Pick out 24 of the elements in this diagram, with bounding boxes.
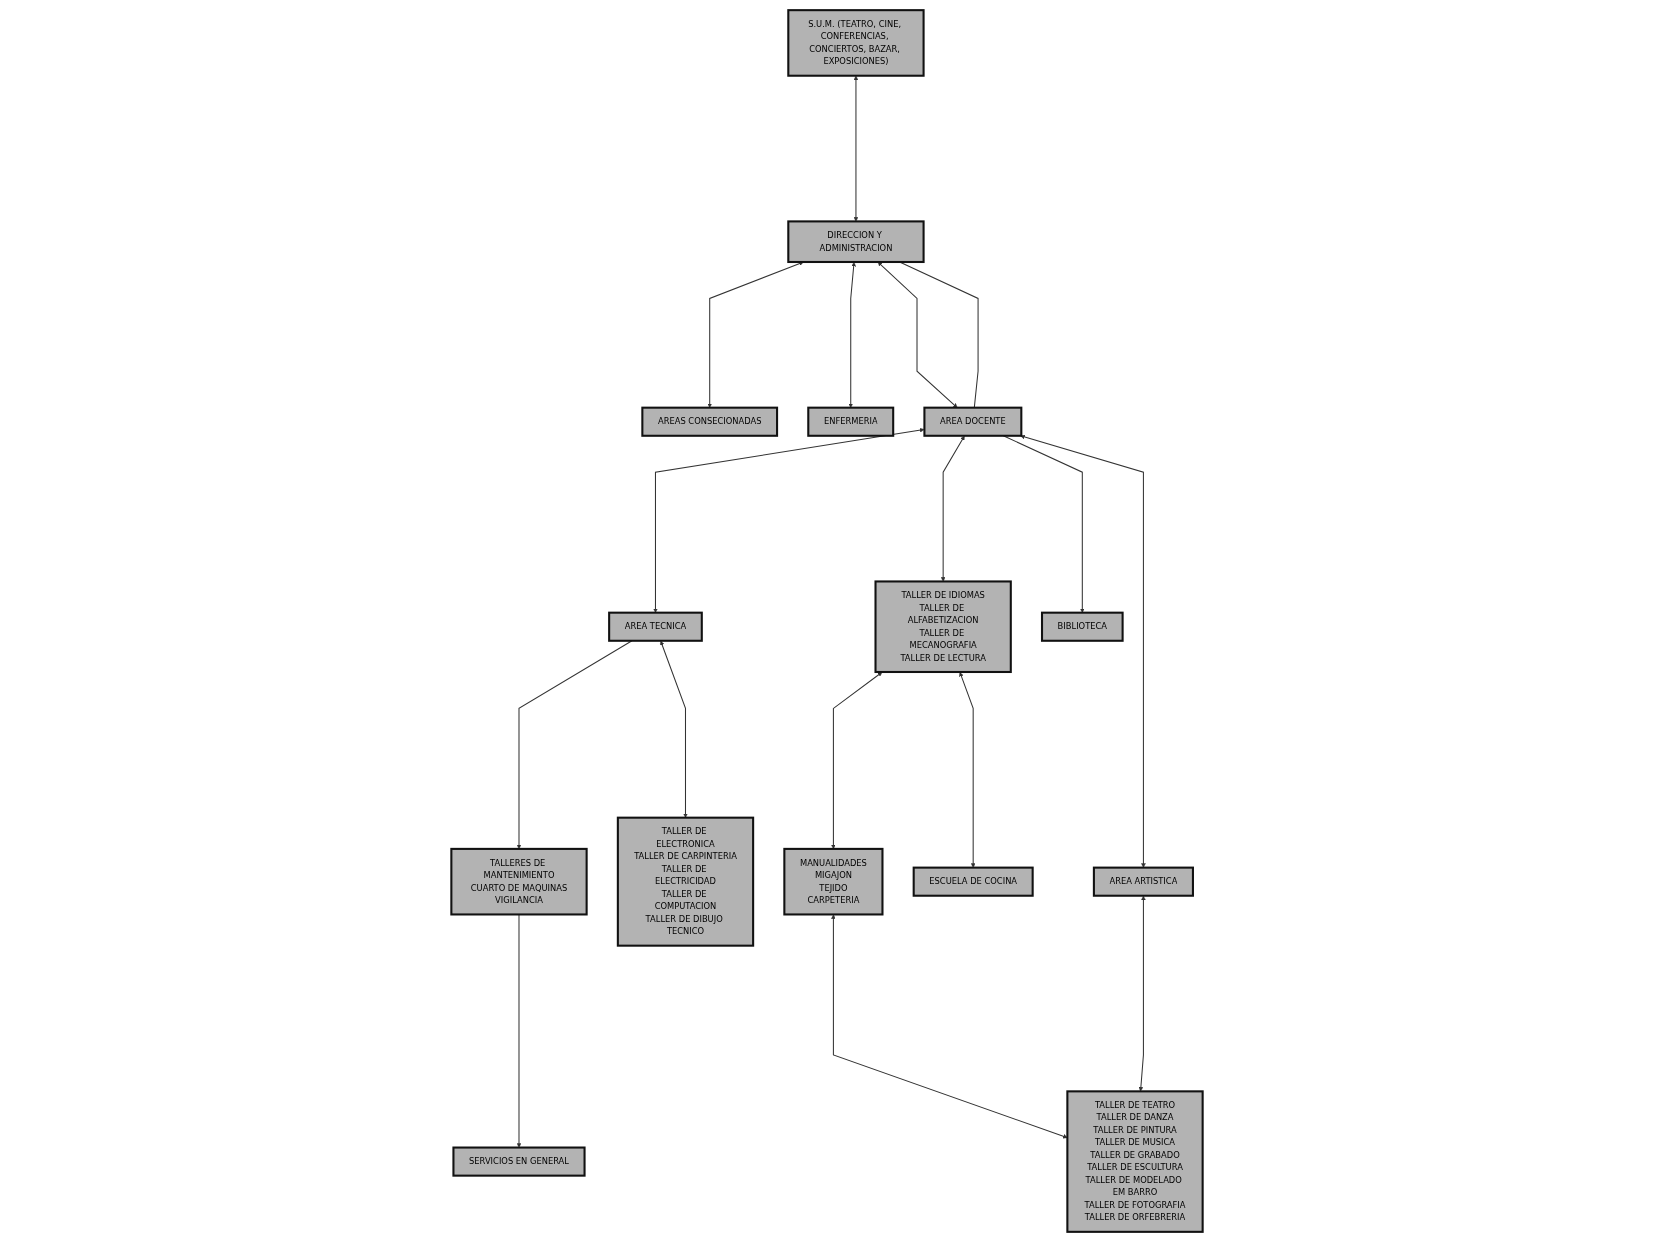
arrow	[959, 671, 976, 868]
node-box: S.U.M. (TEATRO, CINE, CONFERENCIAS, CONCIERTOS, BAZAR, EXPOSICIONES)	[787, 8, 925, 77]
arrow	[516, 913, 522, 1148]
node-box: TALLERES DE MANTENIMIENTO CUARTO DE MAQUINAS VIGILANCIA	[450, 847, 588, 915]
node-box: TALLER DE ELECTRONICA TALLER DE CARPINTERIA TALLER DE ELECTRICIDAD TALLER DE COMPUTACION TALLER DE DIBUJO TECNICO	[616, 816, 755, 947]
arrow	[653, 427, 925, 613]
node-box: ESCUELA DE COCINA	[912, 866, 1034, 897]
node-box: MANUALIDADES MIGAJON TEJIDO CARPETERIA	[783, 847, 884, 915]
node-box: TALLER DE IDIOMAS TALLER DE ALFABETIZACION TALLER DE MECANOGRAFIA TALLER DE LECTURA	[874, 579, 1012, 673]
node-box: ENFERMERIA	[807, 406, 895, 437]
node-box: TALLER DE TEATRO TALLER DE DANZA TALLER DE PINTURA TALLER DE MUSICA TALLER DE GRABADO TALLER DE ESCULTURA TALLER DE MODELADO EM BARRO TALLER DE FOTOGRAFIA TALLER DE ORFEBRERIA	[1066, 1089, 1204, 1233]
arrow	[660, 640, 688, 818]
arrow	[877, 261, 958, 408]
arrow	[1020, 434, 1146, 868]
arrow	[831, 913, 1068, 1138]
node-box: SERVICIOS EN GENERAL	[452, 1146, 586, 1177]
node-box: AREA DOCENTE	[923, 406, 1023, 437]
node-box: DIRECCION Y ADMINISTRACION	[787, 219, 925, 263]
node-box: AREA TECNICA	[608, 611, 703, 642]
node-box: BIBLIOTECA	[1040, 611, 1124, 642]
node-box: AREAS CONSECIONADAS	[641, 406, 779, 437]
node-box: AREA ARTISTICA	[1092, 866, 1194, 897]
arrow	[831, 671, 883, 849]
arrow	[848, 261, 856, 408]
